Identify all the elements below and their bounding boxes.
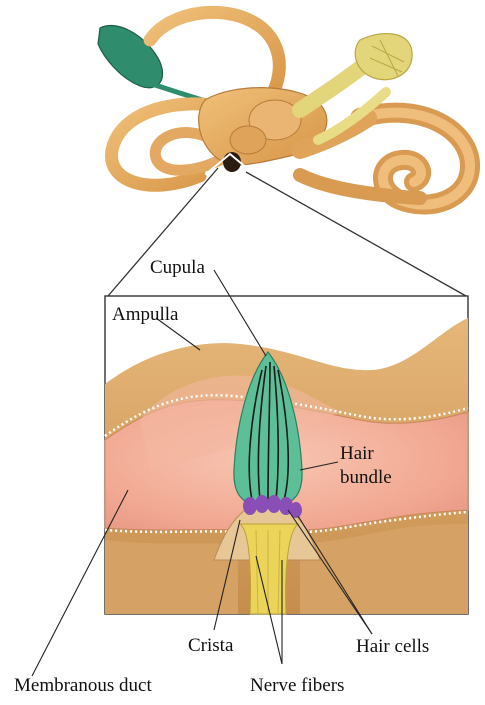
label-crista: Crista: [188, 636, 233, 655]
label-membranous-duct: Membranous duct: [14, 676, 152, 695]
label-hair-bundle-line2: bundle: [340, 468, 392, 487]
label-ampulla: Ampulla: [112, 305, 179, 324]
ampulla-closeup: [105, 318, 468, 614]
inner-ear-labyrinth: [98, 12, 470, 204]
label-hair-cells: Hair cells: [356, 637, 429, 656]
label-hair-bundle-line1: Hair: [340, 444, 374, 463]
label-cupula: Cupula: [150, 258, 205, 277]
label-nerve-fibers: Nerve fibers: [250, 676, 344, 695]
